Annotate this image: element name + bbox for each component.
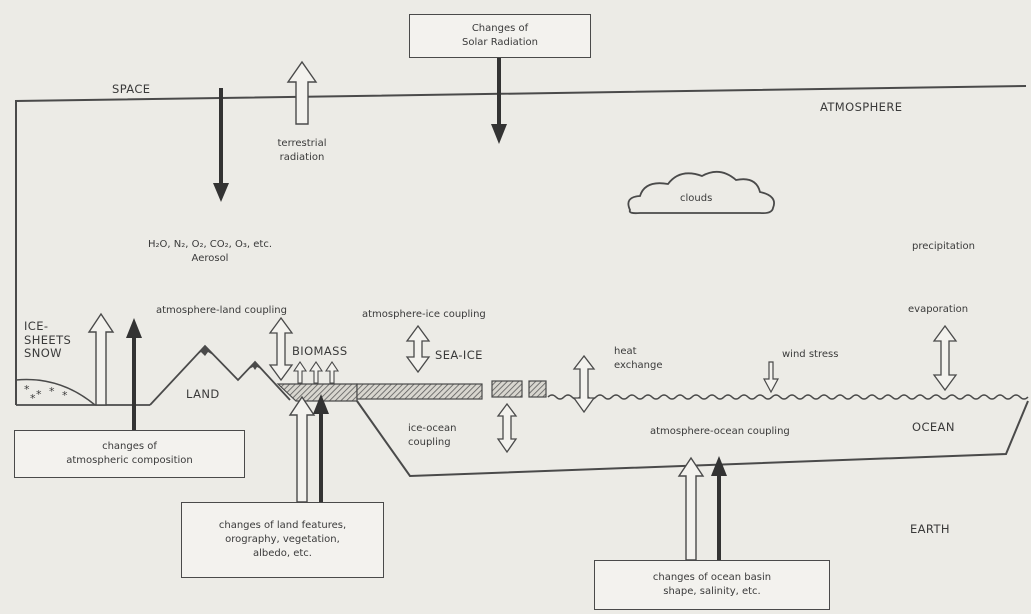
sea-ice-block-1	[356, 383, 483, 400]
ocean-basin-solid-arrow	[711, 456, 727, 560]
solar-change-arrow	[491, 58, 507, 144]
solar-radiation-box: Changes of Solar Radiation	[409, 14, 591, 58]
ice-sheets-snow-label: ICE- SHEETS SNOW	[24, 319, 72, 360]
atmospheric-composition-text: changes of atmospheric composition	[66, 441, 193, 466]
atmospheric-composition-box: changes of atmospheric composition	[14, 430, 245, 478]
land-mountains	[149, 344, 291, 406]
biomass-arrow-2	[308, 361, 324, 384]
atmospheric-composition-solid-arrow	[126, 318, 142, 430]
ocean-surface-waves	[547, 394, 1029, 400]
atmosphere-label: ATMOSPHERE	[820, 100, 903, 114]
sea-ice-block-3	[528, 380, 547, 398]
solar-radiation-text: Changes of Solar Radiation	[462, 23, 538, 48]
ocean-basin-box: changes of ocean basin shape, salinity, …	[594, 560, 830, 610]
sea-ice-block-2	[491, 380, 523, 398]
evaporation-label: evaporation	[908, 304, 969, 315]
wind-stress-arrow	[762, 361, 780, 394]
atm-ocean-coupling-label: atmosphere-ocean coupling	[650, 426, 790, 437]
ocean-label: OCEAN	[912, 420, 955, 434]
ice-ocean-double-arrow	[496, 402, 518, 454]
land-label: LAND	[186, 387, 220, 401]
terrestrial-radiation-label: terrestrial radiation	[277, 138, 327, 163]
land-features-hollow-arrow	[288, 395, 316, 503]
biomass-strip	[276, 383, 358, 402]
ice-sheet-hollow-arrow	[87, 312, 115, 406]
heat-exchange-label: heat exchange	[614, 346, 663, 371]
mountain-snowcap-2	[249, 362, 261, 370]
atm-ice-double-arrow	[405, 324, 431, 374]
ocean-basin	[356, 400, 1029, 478]
solar-incoming-arrow	[213, 88, 229, 202]
atmosphere-boundary	[15, 85, 1027, 405]
atm-land-coupling-label: atmosphere-land coupling	[156, 305, 287, 316]
biomass-label: BIOMASS	[292, 344, 348, 358]
heat-exchange-double-arrow	[572, 354, 596, 414]
evaporation-precipitation-arrow	[932, 324, 958, 392]
atmospheric-composition-label: H₂O, N₂, O₂, CO₂, O₃, etc. Aerosol	[147, 239, 273, 264]
ocean-basin-hollow-arrow	[677, 456, 705, 561]
wind-stress-label: wind stress	[782, 349, 839, 360]
snow-stars: *** **	[24, 383, 68, 405]
earth-label: EARTH	[910, 522, 950, 536]
svg-text:*: *	[24, 383, 30, 396]
precipitation-label: precipitation	[912, 241, 975, 252]
biomass-arrow-1	[292, 361, 308, 384]
space-label: SPACE	[112, 82, 151, 96]
land-features-solid-arrow	[313, 394, 329, 502]
ice-ocean-coupling-label: ice-ocean coupling	[408, 423, 457, 448]
svg-text:*: *	[36, 388, 42, 401]
land-features-text: changes of land features, orography, veg…	[218, 520, 347, 559]
svg-text:*: *	[30, 392, 36, 405]
ocean-basin-text: changes of ocean basin shape, salinity, …	[652, 572, 772, 597]
atm-land-double-arrow	[268, 316, 294, 382]
clouds-label: clouds	[680, 193, 713, 204]
biomass-arrow-3	[324, 361, 340, 384]
terrestrial-radiation-arrow	[286, 60, 318, 125]
ice-sheet-mound	[15, 378, 96, 406]
svg-text:*: *	[49, 385, 55, 398]
sea-ice-label: SEA-ICE	[435, 348, 483, 362]
atm-ice-coupling-label: atmosphere-ice coupling	[362, 309, 486, 320]
svg-text:*: *	[62, 389, 68, 402]
mountain-snowcap	[197, 346, 213, 356]
cloud-shape	[627, 170, 775, 215]
land-features-box: changes of land features, orography, veg…	[181, 502, 384, 578]
